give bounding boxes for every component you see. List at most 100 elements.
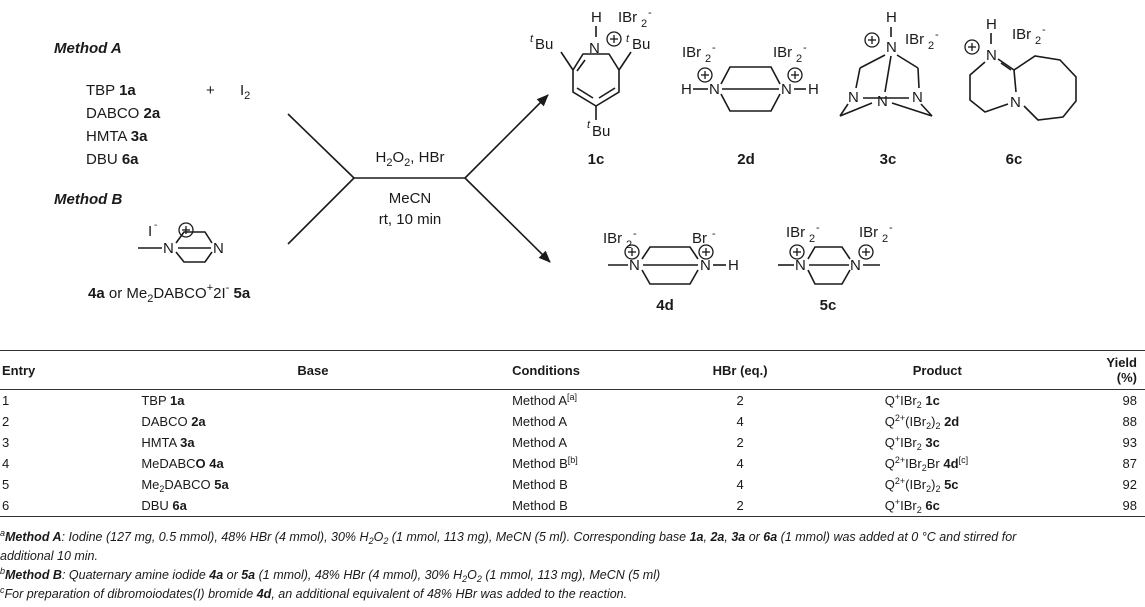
product-2d-structure: IBr 2 - IBr 2 - H N N H	[681, 42, 819, 112]
svg-text:Bu: Bu	[632, 36, 650, 53]
header-yield: Yield (%)	[1102, 350, 1145, 390]
cell-yield: 88	[1122, 414, 1137, 429]
cell-product: Q+IBr2 3c	[884, 434, 940, 452]
cell-conditions: Method B	[512, 477, 568, 492]
cell-conditions: Method A	[512, 414, 568, 429]
methyl-dabco-iodide-structure: I - N N	[138, 220, 224, 263]
base-tbp: TBP 1a	[86, 82, 136, 99]
product-5c-structure: IBr 2 - IBr 2 - N N	[778, 222, 893, 285]
svg-text:-: -	[803, 42, 807, 54]
product-6c-structure: H N IBr 2 - N	[964, 16, 1077, 121]
svg-text:-: -	[712, 42, 716, 54]
svg-text:-: -	[1042, 24, 1046, 36]
product-label-6c: 6c	[1006, 151, 1023, 168]
cell-conditions: Method B	[490, 495, 688, 517]
cell-base: DBU 6a	[127, 495, 491, 517]
cell-base: MeDABCO 4a	[141, 456, 224, 471]
table-row: 4 MeDABCO 4a Method B[b] 4 Q2+IBr2Br 4d[…	[0, 453, 1145, 474]
cell-base: Me2DABCO 5a	[141, 477, 229, 494]
cell-conditions: Method A[a]	[512, 392, 578, 409]
svg-text:-: -	[154, 220, 157, 231]
base-dabco: DABCO 2a	[86, 105, 161, 122]
table-row: 6 DBU 6a Method B 2 Q+IBr2 6c 98	[0, 495, 1145, 517]
cell-product: Q2+(IBr2)2 5c	[884, 476, 959, 494]
cell-hbr: 4	[736, 477, 744, 492]
svg-text:N: N	[781, 81, 792, 98]
conditions-solvent: MeCN	[389, 190, 432, 207]
svg-text:IBr: IBr	[618, 9, 637, 26]
svg-text:H: H	[591, 9, 602, 26]
method-a-base-list: TBP 1a DABCO 2a HMTA 3a DBU 6a	[86, 82, 161, 168]
reaction-arrows	[287, 94, 551, 263]
svg-text:N: N	[848, 89, 859, 106]
svg-text:I: I	[148, 223, 152, 240]
svg-text:N: N	[886, 39, 897, 56]
cell-entry: 3	[2, 435, 10, 450]
cell-hbr: 4	[736, 414, 744, 429]
svg-text:-: -	[816, 222, 820, 234]
svg-text:H: H	[808, 81, 819, 98]
results-table: Entry Base Conditions HBr (eq.) Product …	[0, 350, 1145, 517]
svg-text:IBr: IBr	[786, 224, 805, 241]
header-conditions: Conditions	[490, 350, 688, 390]
footnote-b: bMethod B: Quaternary amine iodide 4a or…	[0, 566, 661, 584]
svg-text:N: N	[795, 257, 806, 274]
svg-text:2: 2	[705, 53, 711, 65]
cell-yield: 93	[1122, 435, 1137, 450]
cell-product: Q2+IBr2Br 4d[c]	[884, 455, 969, 473]
cell-yield: 87	[1122, 456, 1137, 471]
header-product: Product	[792, 350, 1103, 390]
svg-text:N: N	[1010, 94, 1021, 111]
svg-text:IBr: IBr	[859, 224, 878, 241]
svg-text:2: 2	[796, 53, 802, 65]
base-dbu: DBU 6a	[86, 151, 139, 168]
product-1c-structure: H IBr 2 - N t Bu t Bu t Bu	[530, 7, 652, 140]
cell-base: HMTA 3a	[141, 435, 195, 450]
cell-entry: 6	[0, 495, 128, 517]
cell-yield: 92	[1122, 477, 1137, 492]
svg-text:Br: Br	[692, 230, 707, 247]
svg-text:t: t	[530, 33, 534, 45]
svg-text:N: N	[709, 81, 720, 98]
svg-text:H: H	[986, 16, 997, 33]
product-label-3c: 3c	[880, 151, 897, 168]
svg-text:N: N	[629, 257, 640, 274]
table-row: 2 DABCO 2a Method A 4 Q2+(IBr2)2 2d 88	[0, 411, 1145, 432]
cell-product: Q+IBr2 1c	[884, 392, 940, 410]
base-hmta: HMTA 3a	[86, 128, 148, 145]
reaction-scheme: Method A TBP 1a DABCO 2a HMTA 3a DBU 6a …	[54, 7, 1077, 314]
svg-text:IBr: IBr	[603, 230, 622, 247]
table-header-row: Entry Base Conditions HBr (eq.) Product …	[0, 350, 1145, 390]
cell-entry: 2	[2, 414, 10, 429]
cell-entry: 1	[2, 393, 10, 408]
svg-text:2: 2	[641, 18, 647, 30]
cell-base: DABCO 2a	[141, 414, 206, 429]
header-hbr: HBr (eq.)	[687, 350, 793, 390]
cell-hbr: 4	[736, 456, 744, 471]
svg-text:N: N	[850, 257, 861, 274]
svg-text:-: -	[935, 29, 939, 41]
svg-text:N: N	[213, 240, 224, 257]
cell-product: Q2+(IBr2)2 2d	[884, 413, 960, 431]
svg-text:2: 2	[809, 233, 815, 245]
conditions-time: rt, 10 min	[379, 211, 442, 228]
svg-text:-: -	[712, 228, 716, 240]
svg-text:H: H	[886, 9, 897, 26]
svg-text:IBr: IBr	[682, 44, 701, 61]
table-row: 3 HMTA 3a Method A 2 Q+IBr2 3c 93	[0, 432, 1145, 453]
svg-text:t: t	[587, 119, 591, 131]
iodine-reagent: I2	[240, 82, 250, 102]
cell-yield: 98	[1122, 393, 1137, 408]
svg-text:H: H	[728, 257, 739, 274]
svg-text:N: N	[877, 93, 888, 110]
svg-text:N: N	[163, 240, 174, 257]
cell-entry: 4	[2, 456, 10, 471]
svg-text:2: 2	[928, 40, 934, 52]
svg-text:2: 2	[1035, 35, 1041, 47]
table-row: 5 Me2DABCO 5a Method B 4 Q2+(IBr2)2 5c 9…	[0, 474, 1145, 495]
svg-text:H: H	[681, 81, 692, 98]
footnote-a: aMethod A: Iodine (127 mg, 0.5 mmol), 48…	[0, 528, 1017, 564]
product-4d-structure: IBr 2 - Br - N N H	[603, 228, 739, 285]
cell-conditions: Method A	[512, 435, 568, 450]
svg-text:IBr: IBr	[905, 31, 924, 48]
